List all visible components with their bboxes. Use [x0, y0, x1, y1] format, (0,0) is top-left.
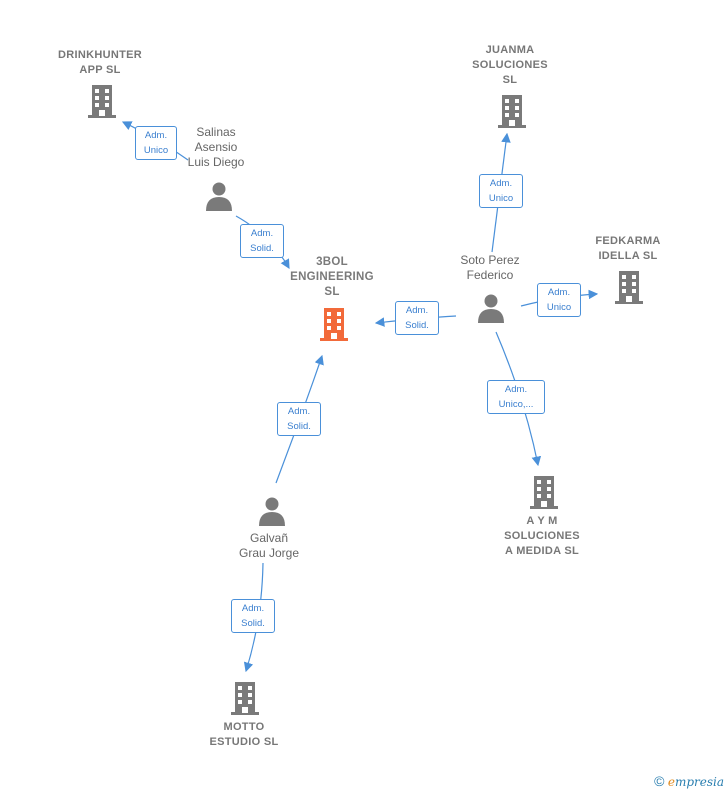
- building-icon[interactable]: [229, 681, 261, 715]
- role-label: Adm. Unico,...: [498, 384, 534, 410]
- company-label: MOTTO ESTUDIO SL: [209, 721, 279, 748]
- role-badge[interactable]: Adm. Unico: [135, 126, 177, 160]
- company-main[interactable]: 3BOL ENGINEERING SL: [272, 255, 392, 300]
- role-badge[interactable]: Adm. Unico: [537, 283, 581, 317]
- company-label: 3BOL ENGINEERING SL: [290, 256, 374, 298]
- role-badge[interactable]: Adm. Solid.: [277, 402, 321, 436]
- role-badge[interactable]: Adm. Unico: [479, 174, 523, 208]
- building-icon[interactable]: [86, 84, 118, 118]
- footer-brand: © empresia: [654, 773, 724, 789]
- role-badge[interactable]: Adm. Solid.: [231, 599, 275, 633]
- role-label: Adm. Unico: [488, 178, 514, 204]
- role-label: Adm. Solid.: [250, 228, 274, 254]
- person-icon[interactable]: [204, 181, 234, 211]
- person-icon[interactable]: [257, 496, 287, 526]
- copyright-icon: ©: [654, 773, 665, 789]
- company-juanma[interactable]: JUANMA SOLUCIONES SL: [450, 43, 570, 88]
- brand-initial: e: [667, 775, 675, 789]
- company-label: FEDKARMA IDELLA SL: [595, 235, 661, 262]
- company-label: A Y M SOLUCIONES A MEDIDA SL: [504, 515, 580, 557]
- role-badge[interactable]: Adm. Solid.: [395, 301, 439, 335]
- role-label: Adm. Unico: [546, 287, 572, 313]
- building-icon[interactable]: [496, 94, 528, 128]
- brand-name: mpresia: [674, 775, 724, 789]
- person-galvan[interactable]: Galvañ Grau Jorge: [219, 531, 319, 561]
- person-icon[interactable]: [476, 293, 506, 323]
- person-soto[interactable]: Soto Perez Federico: [440, 253, 540, 283]
- company-label: JUANMA SOLUCIONES SL: [472, 44, 548, 86]
- role-label: Adm. Solid.: [287, 406, 311, 432]
- company-motto[interactable]: MOTTO ESTUDIO SL: [184, 720, 304, 750]
- company-fedkarma[interactable]: FEDKARMA IDELLA SL: [578, 234, 678, 264]
- company-aym[interactable]: A Y M SOLUCIONES A MEDIDA SL: [482, 514, 602, 559]
- building-icon[interactable]: [613, 270, 645, 304]
- person-salinas[interactable]: Salinas Asensio Luis Diego: [166, 125, 266, 170]
- company-drinkhunter[interactable]: DRINKHUNTER APP SL: [40, 48, 160, 78]
- person-label: Salinas Asensio Luis Diego: [187, 125, 245, 169]
- role-label: Adm. Solid.: [405, 305, 429, 331]
- role-label: Adm. Unico: [143, 130, 169, 156]
- company-label: DRINKHUNTER APP SL: [58, 49, 142, 76]
- role-badge[interactable]: Adm. Solid.: [240, 224, 284, 258]
- role-label: Adm. Solid.: [241, 603, 265, 629]
- building-icon-main[interactable]: [318, 307, 350, 341]
- role-badge[interactable]: Adm. Unico,...: [487, 380, 545, 414]
- person-label: Galvañ Grau Jorge: [238, 531, 300, 560]
- building-icon[interactable]: [528, 475, 560, 509]
- person-label: Soto Perez Federico: [460, 253, 520, 282]
